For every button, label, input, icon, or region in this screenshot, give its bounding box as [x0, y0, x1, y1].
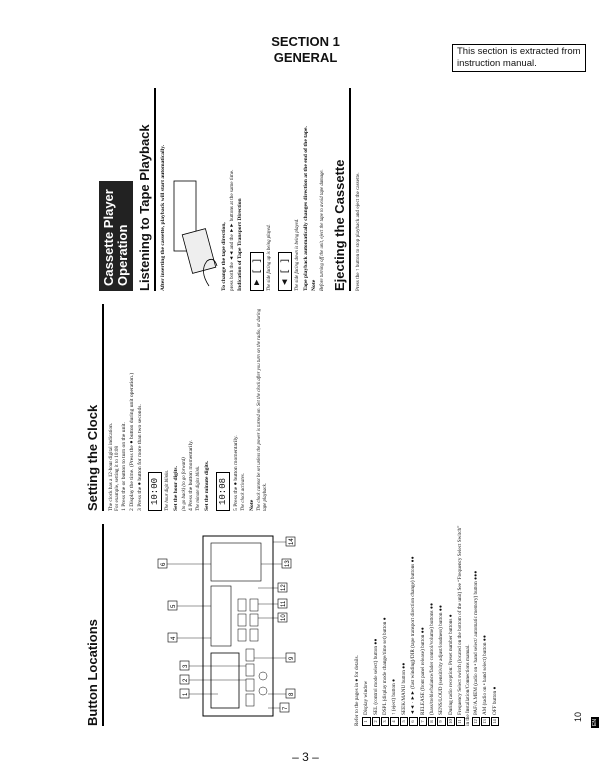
cassette-note: Before turning off the unit, eject the t… [319, 169, 325, 291]
listening-title: Listening to Tape Playback [137, 88, 156, 291]
list-item: 12PAF/A.MEM (radio on • band select/ aut… [472, 524, 481, 726]
list-item: 4↑ (eject) button ● [390, 524, 399, 726]
list-item: 5SEEK/MANU button ●● [399, 524, 409, 726]
section-number: SECTION 1 [271, 34, 340, 49]
clock-caption-minute-blinks: The minute digits blink. [195, 465, 201, 511]
ejecting-title: Ejecting the Cassette [331, 88, 351, 291]
list-item: 14OFF button ● [490, 524, 500, 726]
clock-caption-hour-blinks: The hour digit blinks. [165, 469, 171, 511]
listening-intro: After inserting the cassette, playback w… [160, 144, 166, 291]
list-item: 13AM (radio on • band select) button ●● [481, 524, 490, 726]
section-title: GENERAL [273, 50, 338, 65]
svg-text:9: 9 [289, 656, 295, 660]
list-item: 2SEL (control mode select) button ●● [371, 524, 381, 726]
manual-page-scan: Button Locations 1 2 3 4 [85, 84, 599, 730]
auto-change-text: Tape playback automatically changes dire… [302, 126, 309, 291]
unit-front-panel-diagram: 1 2 3 4 5 6 7 8 9 10 11 12 13 14 [157, 535, 296, 717]
list-item: 8(bass/treble/balance/fader control/volu… [428, 524, 437, 726]
cassette-column: EN Cassette Player Operation Listening t… [85, 84, 597, 295]
list-item: 1Display window [362, 524, 371, 726]
svg-text:13: 13 [285, 560, 291, 567]
list-item: 3DSPL (display mode change/time set) but… [381, 524, 390, 726]
clock-note: The clock cannot be set unless the power… [257, 308, 269, 511]
svg-text:14: 14 [289, 538, 295, 545]
clock-example: For example, setting it to 10:08 [114, 445, 121, 511]
svg-text:7: 7 [283, 706, 289, 710]
lcd-display-time: 10:08 [216, 471, 231, 511]
change-direction-text: press both the ◄◄ and the ►► buttons at … [229, 169, 236, 291]
page-number-left: 10 [573, 711, 583, 722]
indication-down-caption: The side facing down is being played. [294, 218, 300, 291]
list-item: 10During radio reception: Preset number … [446, 524, 456, 726]
svg-text:1: 1 [183, 692, 189, 696]
button-locations-title: Button Locations [85, 524, 104, 726]
cassette-banner: Cassette Player Operation [99, 181, 133, 291]
refer-text: Refer to the pages in ● for details. [354, 655, 360, 726]
setting-clock-title: Setting the Clock [85, 304, 104, 511]
svg-text:8: 8 [289, 692, 295, 696]
lang-tag-left: EN [591, 717, 599, 728]
clock-step-5: 5 Press the ● button momentarily. [233, 435, 240, 511]
clock-caption-activates: The clock activates. [240, 473, 246, 511]
list-item: 9SENS/LOUD (sensitivity adjust/loudness)… [437, 524, 446, 726]
svg-text:4: 4 [171, 636, 177, 640]
clock-step-3: 3 Press the ● button for more than two s… [136, 404, 143, 511]
rotated-spread: Button Locations 1 2 3 4 [85, 84, 599, 730]
direction-display-down: ◀ [ ] [277, 251, 292, 291]
direction-display-up: ▶ [ ] [249, 251, 264, 291]
clock-set-hour: Set the hour digits. [172, 466, 179, 511]
svg-text:5: 5 [171, 604, 177, 608]
clock-set-minute: Set the minute digits. [203, 460, 210, 511]
indication-heading: Indication of Tape Transport Direction [237, 198, 244, 291]
list-item: 7RELEASE (front panel release) button ●● [418, 524, 428, 726]
svg-text:6: 6 [161, 562, 167, 566]
svg-text:11: 11 [281, 600, 287, 607]
clock-back-forward: (to go back) (to go forward) [181, 457, 187, 511]
svg-text:2: 2 [183, 678, 189, 682]
clock-note-heading: Note [248, 499, 255, 511]
setting-clock-column: Setting the Clock The clock has a 12-hou… [85, 300, 597, 515]
ejecting-text: Press the ↑ button to stop playback and … [354, 172, 361, 291]
clock-step-1: 1 Press the or button to turn on the uni… [121, 422, 128, 511]
button-legend-list: 1Display window 2SEL (control mode selec… [362, 524, 500, 726]
lcd-display-hour: 10:00 [148, 471, 163, 511]
cassette-note-heading: Note [311, 279, 318, 291]
folio-page-number: – 3 – [292, 750, 319, 764]
button-locations-column: Button Locations 1 2 3 4 [85, 520, 599, 730]
extract-note-box: This section is extracted from instructi… [452, 44, 586, 72]
clock-step-2: 2 Display the time. (Press the ● button … [129, 372, 135, 511]
svg-text:3: 3 [183, 664, 189, 668]
indication-up-caption: The side facing up is being played. [266, 224, 272, 291]
list-item: 11Frequency Select switch (located on th… [456, 525, 471, 726]
svg-text:10: 10 [281, 614, 287, 621]
svg-text:12: 12 [281, 584, 287, 591]
cassette-insert-illustration [173, 180, 217, 287]
clock-step-4: 4 Press the button momentarily. [188, 440, 195, 511]
change-direction-heading: To change the tape direction, [220, 222, 227, 291]
list-item: 6◄◄ · ►► (fast winding)/DIR (tape transp… [409, 524, 418, 726]
